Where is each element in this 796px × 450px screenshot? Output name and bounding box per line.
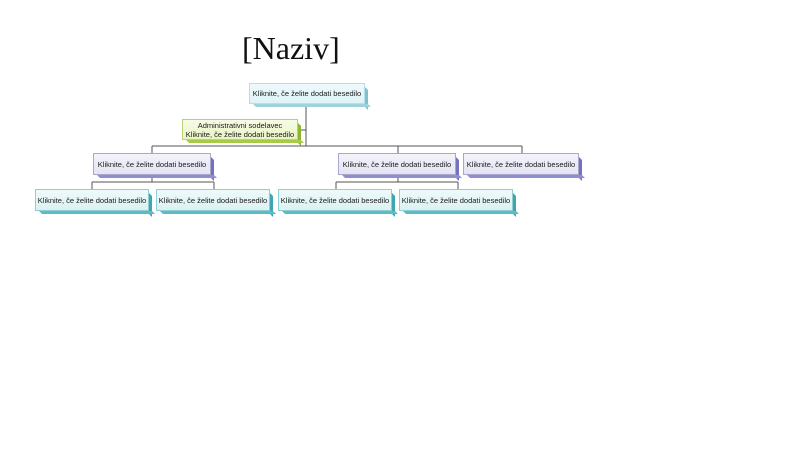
- org-node-text: Kliknite, če želite dodati besedilo: [185, 129, 295, 139]
- org-node-text: Kliknite, če želite dodati besedilo: [342, 159, 452, 169]
- org-node-level2[interactable]: Kliknite, če želite dodati besedilo: [463, 153, 579, 175]
- org-node-text: Kliknite, če želite dodati besedilo: [252, 89, 362, 98]
- org-node-top[interactable]: Kliknite, če želite dodati besedilo: [249, 83, 365, 104]
- org-node-text: Kliknite, če želite dodati besedilo: [158, 195, 268, 205]
- org-node-text: Kliknite, če želite dodati besedilo: [466, 159, 576, 169]
- org-node-assistant[interactable]: Administrativni sodelavec Kliknite, če ž…: [182, 119, 298, 140]
- org-node-text: Kliknite, če želite dodati besedilo: [401, 195, 511, 205]
- slide-title[interactable]: [Naziv]: [242, 30, 340, 66]
- org-node-text: Kliknite, če želite dodati besedilo: [97, 159, 207, 169]
- assistant-role: Administrativni sodelavec: [197, 120, 283, 130]
- org-node-level3[interactable]: Kliknite, če želite dodati besedilo: [278, 189, 392, 211]
- org-node-level2[interactable]: Kliknite, če želite dodati besedilo: [93, 153, 211, 175]
- org-node-text: Kliknite, če želite dodati besedilo: [37, 195, 147, 205]
- org-node-level3[interactable]: Kliknite, če želite dodati besedilo: [399, 189, 513, 211]
- org-node-level2[interactable]: Kliknite, če želite dodati besedilo: [338, 153, 456, 175]
- org-node-level3[interactable]: Kliknite, če želite dodati besedilo: [35, 189, 149, 211]
- org-node-level3[interactable]: Kliknite, če želite dodati besedilo: [156, 189, 270, 211]
- org-node-text: Kliknite, če želite dodati besedilo: [280, 195, 390, 205]
